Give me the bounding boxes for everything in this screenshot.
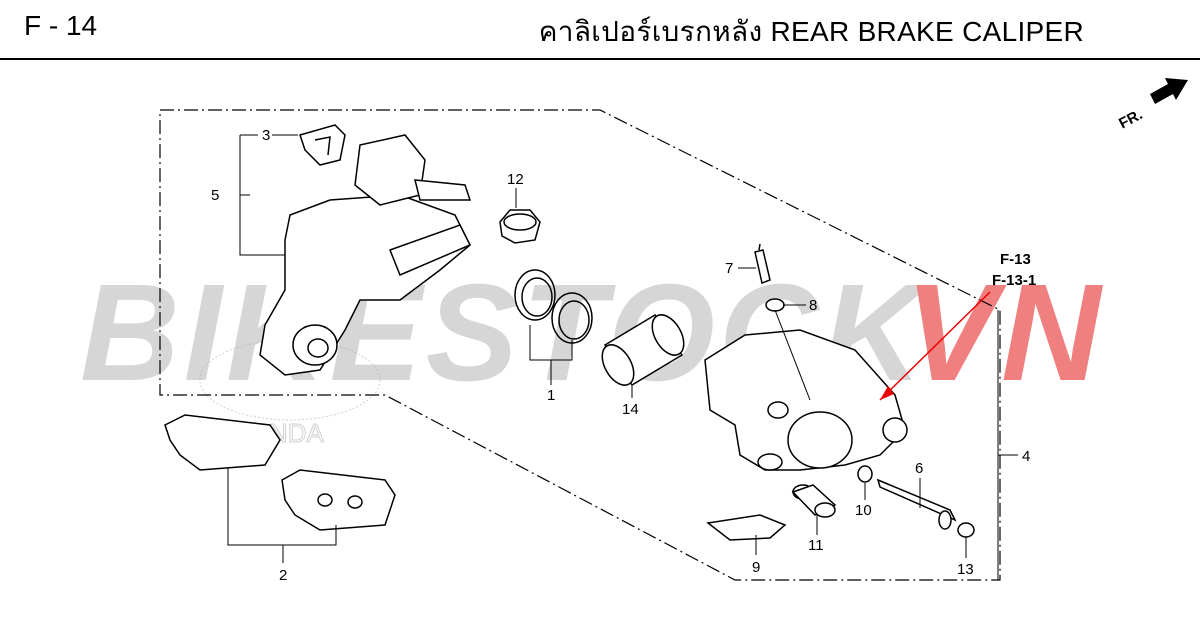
part-7-bleeder-screw — [754, 243, 771, 285]
assembly-boundary — [159, 109, 1001, 581]
callout-10: 10 — [855, 502, 872, 519]
watermark: BIKESTOCK VN — [80, 256, 1105, 410]
part-9-pad-retainer — [706, 514, 787, 541]
callout-11: 11 — [808, 537, 824, 554]
reference-label-f13-1[interactable]: F-13-1 — [992, 272, 1036, 289]
part-10-o-ring — [857, 465, 873, 483]
callout-8: 8 — [809, 297, 817, 314]
callout-12: 12 — [507, 171, 524, 188]
callout-1: 1 — [547, 387, 555, 404]
part-13-pad-pin-plug — [957, 522, 975, 538]
front-direction-indicator: FR. — [1116, 78, 1188, 132]
part-4-caliper-body — [704, 329, 908, 471]
part-3-pad-spring — [299, 124, 346, 166]
fr-label: FR. — [1116, 106, 1145, 132]
fr-arrow-icon — [1150, 78, 1188, 104]
reference-label-f13[interactable]: F-13 — [1000, 251, 1031, 268]
callout-5: 5 — [211, 187, 219, 204]
part-6-pad-pin — [876, 478, 957, 530]
leader-lines — [227, 134, 1018, 580]
callout-9: 9 — [752, 559, 760, 576]
header-divider — [0, 58, 1200, 60]
callout-2: 2 — [279, 567, 287, 584]
callout-13: 13 — [957, 561, 974, 578]
callout-14: 14 — [622, 401, 639, 418]
reference-arrow — [879, 291, 991, 401]
part-14-piston — [601, 313, 685, 387]
part-5-caliper-bracket — [259, 134, 472, 376]
page-header: F - 14 คาลิเปอร์เบรกหลัง REAR BRAKE CALI… — [0, 0, 1200, 60]
part-2-brake-pads — [164, 414, 396, 531]
page-code: F - 14 — [24, 10, 98, 41]
callout-4: 4 — [1022, 448, 1030, 465]
callout-6: 6 — [915, 460, 923, 477]
callout-7: 7 — [725, 260, 733, 277]
callout-3: 3 — [262, 127, 270, 144]
watermark-red-text: VN — [905, 256, 1105, 410]
part-11-slide-pin — [791, 484, 837, 518]
reference-labels: F-13 F-13-1 — [992, 251, 1036, 289]
part-12-boot — [499, 209, 541, 244]
part-8-bleeder-cap — [765, 298, 785, 312]
page-title: คาลิเปอร์เบรกหลัง REAR BRAKE CALIPER — [538, 16, 1084, 47]
callouts: 1 2 3 4 5 6 7 8 9 10 11 12 13 14 — [211, 127, 1030, 584]
